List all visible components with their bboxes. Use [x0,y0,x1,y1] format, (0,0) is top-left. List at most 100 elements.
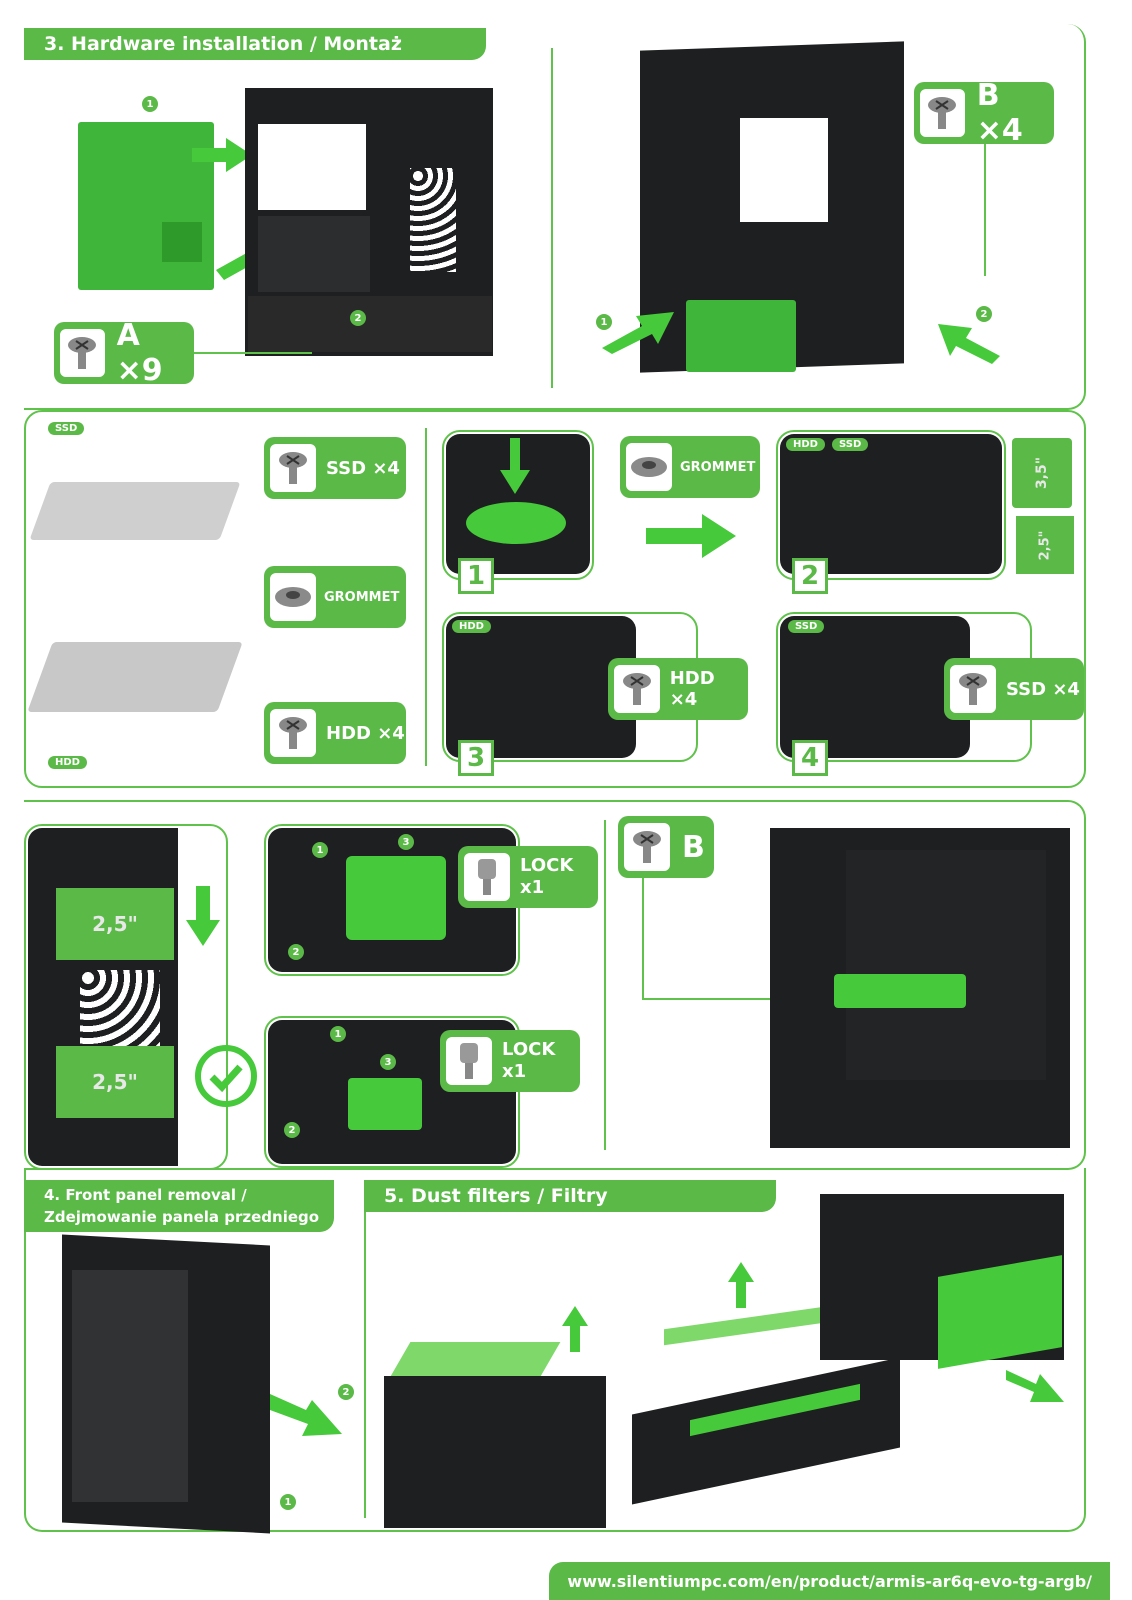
tag-text: HDD [55,757,80,768]
gpu-card [834,974,966,1008]
thumbscrew-icon [460,1043,478,1079]
thumbscrew-icon [444,1035,494,1087]
filters-frame [24,1168,1086,1532]
arrow-icon [728,1262,754,1308]
callout-text: 2 [288,1124,296,1136]
grommet-label: GROMMET [324,589,400,605]
connector-line [194,352,312,354]
step-3-hdd-tag: HDD [452,620,491,633]
step-number-text: 3 [466,743,486,773]
ssd-drive-illustration [29,482,241,540]
front-panel-title-line2: Zdejmowanie panela przedniego [44,1208,320,1226]
step-2-image [780,434,1002,574]
screw-icon [633,831,661,863]
step-4-ssd-tag: SSD [788,620,825,633]
lock-label-stack: LOCK x1 [502,1039,555,1083]
filters-divider [364,1188,366,1518]
lock-label-1-line2: x1 [520,877,545,898]
arrow-icon [1006,1370,1064,1402]
step-number-text: 4 [800,743,820,773]
thumbscrew-icon [478,859,496,895]
product-url-text[interactable]: www.silentiumpc.com/en/product/armis-ar6… [567,1571,1092,1591]
step-3-number: 3 [458,740,494,776]
arrow-icon [270,1394,342,1436]
arrow-icon [562,1306,588,1352]
screw-icon [58,327,107,379]
hardware-installation-title-text: 3. Hardware installation / Montaż sprzęt… [44,33,402,87]
front-callout-1: 1 [280,1494,296,1510]
case-psu-shroud [248,296,492,352]
bracket-hex-holes [80,970,160,1054]
screw-icon [959,673,987,705]
step-number-text: 2 [800,561,820,591]
ssd-tag: SSD [48,422,85,435]
screw-icon [622,821,672,873]
size-label-text: 2,5" [92,1070,138,1094]
screw-icon [612,663,662,715]
step-2-ssd-tag: SSD [832,438,869,451]
arrow-icon [938,324,1000,364]
screw-icon [279,717,307,749]
step-1-number: 1 [458,558,494,594]
psu-unit [686,300,796,372]
hdd-drive-illustration [27,642,243,712]
front-panel-title: 4. Front panel removal / Zdejmowanie pan… [24,1180,334,1232]
size-label-3-5: 3,5" [1012,438,1072,508]
hardware-installation-title: 3. Hardware installation / Montaż sprzęt… [24,28,486,87]
screw-icon [928,97,957,129]
screw-icon [918,87,967,139]
top-filter-case [384,1376,606,1528]
callout-text: 1 [334,1028,342,1040]
grommet-icon [268,571,318,623]
screw-icon [279,452,307,484]
size-label-text: 3,5" [1033,456,1050,490]
lock2-callout-1: 1 [330,1026,346,1042]
tag-text: SSD [795,621,818,632]
lock-label-1-line1: LOCK [520,855,574,876]
grommet-icon [275,587,311,607]
case-cutout-cpu [258,124,366,210]
grommet-icon [624,441,674,493]
front-panel-title-line1: 4. Front panel removal / [44,1186,247,1204]
case-hex-panel [410,168,456,272]
screw-b-label: B ×4 [976,78,1023,148]
lock2-callout-3: 3 [380,1054,396,1070]
tag-text: SSD [55,423,78,434]
arrow-icon [602,312,674,354]
connector-line [984,144,986,276]
drive-divider [425,428,427,766]
ssd-screw-label: SSD ×4 [326,457,400,479]
case-gpu-window [846,850,1046,1080]
callout-text: 2 [980,308,988,320]
lock-panel-2 [264,1016,520,1168]
callout-text: 2 [292,946,300,958]
grommet-badge: GROMMET [264,566,406,628]
screw-b-badge: B ×4 [914,78,1054,148]
screw-a-badge: A ×9 [54,318,194,388]
step-1-panel [442,430,594,580]
callout-text: 1 [600,316,608,328]
callout-2-psu: 2 [976,306,992,322]
step-number-text: 1 [466,561,486,591]
front-callout-2: 2 [338,1384,354,1400]
dust-filters-title: 5. Dust filters / Filtry przeciwkurzowe [364,1180,776,1239]
motherboard-illustration [78,122,214,290]
product-url[interactable]: www.silentiumpc.com/en/product/armis-ar6… [549,1562,1110,1600]
size-label-text: 2,5" [92,912,138,936]
screw-icon [622,673,651,705]
top-dust-filter [389,1342,561,1378]
screw-icon [268,707,318,759]
arrow-icon [500,438,530,494]
step-3-image [446,616,636,758]
case-vent-area [258,216,370,292]
connector-line [642,878,644,998]
grommet-label: GROMMET [680,459,756,475]
lock-panel-1-drive [346,856,446,940]
screw-icon [948,663,998,715]
step-1-grommet [466,502,566,544]
drive-section-frame [24,410,1086,788]
step-2-hdd-tag: HDD [786,438,825,451]
hdd-tag: HDD [48,756,87,769]
callout-text: 3 [402,836,410,848]
lock-badge-2: LOCK x1 [440,1030,580,1092]
